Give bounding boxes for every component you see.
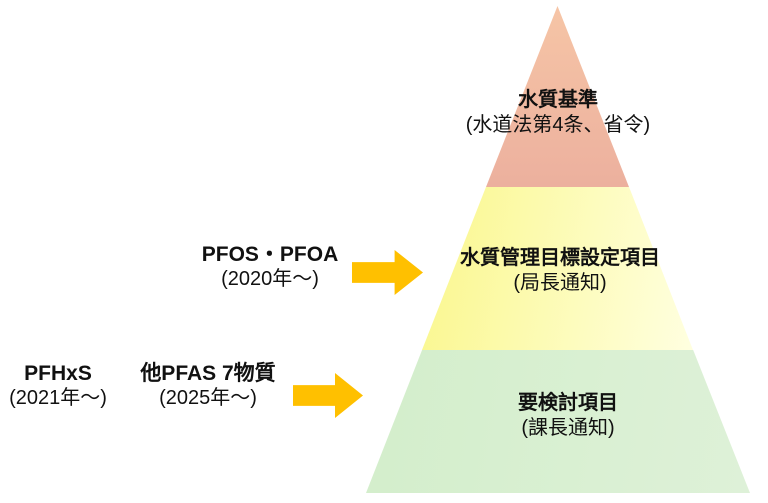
tier-bottom-title: 要検討項目 xyxy=(518,392,618,414)
right-arrow-icon xyxy=(352,250,423,295)
tier-bottom-subtitle: (課長通知) xyxy=(521,417,615,439)
right-arrow-icon xyxy=(293,373,363,418)
tier-middle-title: 水質管理目標設定項目 xyxy=(460,247,660,269)
annotation-pfhxs-year: (2021年〜) xyxy=(9,387,107,409)
tier-top-title: 水質基準 xyxy=(517,89,598,111)
annotation-pfos-pfoa-year: (2020年〜) xyxy=(221,268,319,290)
tier-bottom-label: 要検討項目 (課長通知) xyxy=(518,391,618,441)
annotation-other-pfas-7: 他PFAS 7物質 (2025年〜) xyxy=(140,362,275,410)
tier-top-subtitle: (水道法第4条、省令) xyxy=(465,114,651,136)
annotation-pfhxs-title: PFHxS xyxy=(24,362,92,385)
pyramid-tier-items-under-review xyxy=(366,350,750,493)
annotation-pfos-pfoa-title: PFOS・PFOA xyxy=(201,243,339,266)
tier-middle-subtitle: (局長通知) xyxy=(513,272,607,294)
tier-top-label: 水質基準 (水道法第4条、省令) xyxy=(466,88,650,138)
annotation-other-pfas-7-title: 他PFAS 7物質 xyxy=(140,362,276,385)
annotation-pfos-pfoa: PFOS・PFOA (2020年〜) xyxy=(202,243,339,291)
annotation-pfhxs: PFHxS (2021年〜) xyxy=(9,362,107,410)
tier-middle-label: 水質管理目標設定項目 (局長通知) xyxy=(460,246,660,296)
annotation-other-pfas-7-year: (2025年〜) xyxy=(159,387,257,409)
